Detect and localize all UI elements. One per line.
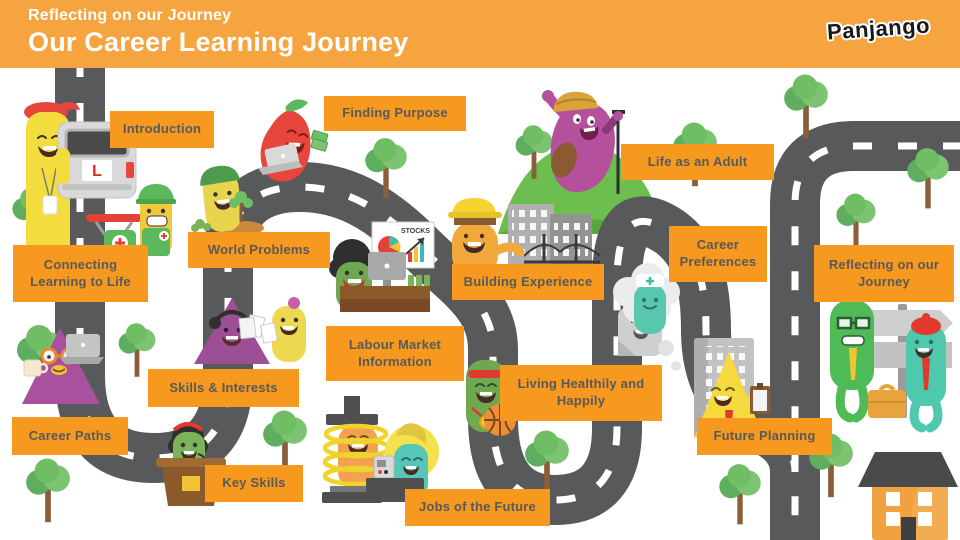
stocks-label: STOCKS <box>401 228 430 235</box>
stop-label-jobs-of-the-future: Jobs of the Future <box>405 489 550 526</box>
monitor-icon <box>368 252 406 286</box>
stop-label-skills-and-interests: Skills & Interests <box>148 369 299 407</box>
slide-kicker: Reflecting on our Journey <box>28 7 232 24</box>
stop-label-life-as-an-adult: Life as an Adult <box>621 144 774 180</box>
slide-title: Our Career Learning Journey <box>28 27 409 57</box>
chilli-laptop-character <box>258 99 329 182</box>
stop-label-labour-market-information: Labour Market Information <box>326 326 464 381</box>
learner-driver-character: L <box>24 102 137 268</box>
stop-label-introduction: Introduction <box>110 111 214 148</box>
stop-label-future-planning: Future Planning <box>697 418 832 455</box>
skills-headphones-characters <box>194 297 306 364</box>
nurse-dream-character <box>613 263 681 371</box>
stop-label-key-skills: Key Skills <box>205 465 303 502</box>
signpost-characters <box>830 300 953 433</box>
world-problems-character <box>191 165 264 235</box>
stop-label-building-experience: Building Experience <box>452 264 604 300</box>
laptop-icon <box>60 334 104 364</box>
panjango-logo: Panjango <box>826 12 931 45</box>
house-icon <box>858 452 958 540</box>
clipboard-icon <box>750 383 770 414</box>
future-inventor-character <box>366 423 439 502</box>
laptop-icon <box>258 143 303 175</box>
money-icon <box>310 129 329 152</box>
header-band: Reflecting on our Journey Our Career Lea… <box>0 0 960 68</box>
healthy-athlete-character <box>466 360 516 436</box>
stop-label-career-paths: Career Paths <box>12 417 128 455</box>
gadget-icon <box>373 455 395 479</box>
builder-character <box>448 198 601 276</box>
stocks-analyst-character: STOCKS <box>329 221 435 312</box>
career-paths-laptop-character <box>22 328 104 404</box>
learner-plate-letter: L <box>92 163 102 180</box>
mountain-climber-character <box>542 90 625 194</box>
stop-label-world-problems: World Problems <box>188 232 330 268</box>
briefcase-icon <box>868 384 906 418</box>
stop-label-connecting-learning-to-life: Connecting Learning to Life <box>13 245 148 302</box>
stop-label-finding-purpose: Finding Purpose <box>324 96 466 131</box>
stop-label-reflecting-on-our-journey: Reflecting on our Journey <box>814 245 954 302</box>
stop-label-career-preferences: Career Preferences <box>669 226 767 282</box>
stop-label-living-healthily-and-happily: Living Healthily and Happily <box>500 365 662 421</box>
